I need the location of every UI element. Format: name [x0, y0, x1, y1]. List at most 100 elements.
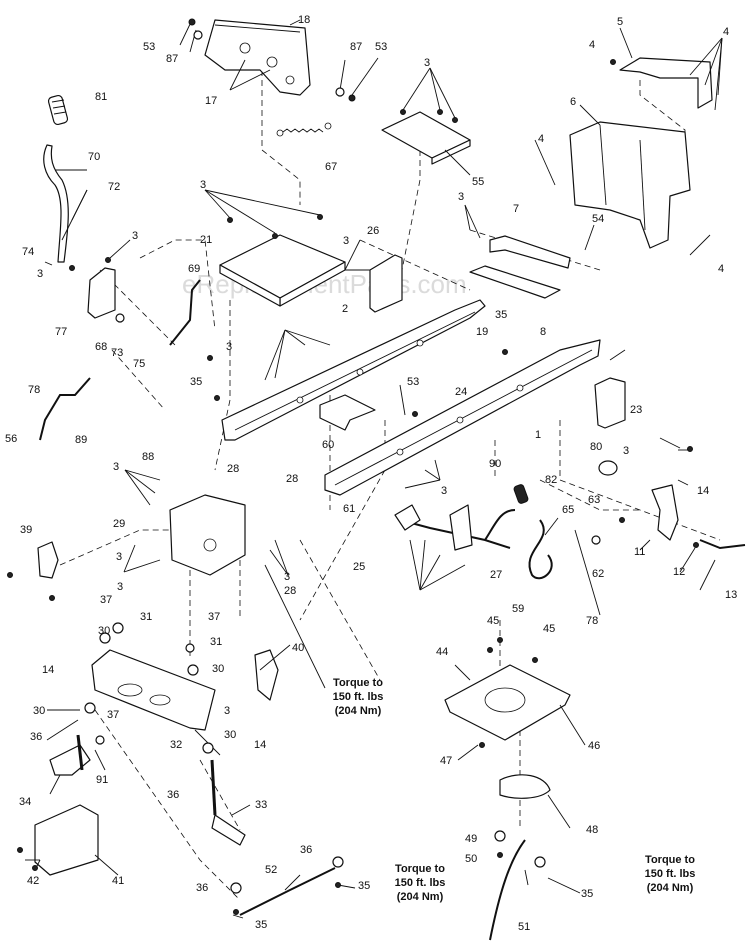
callout-label: 41: [112, 875, 124, 887]
mounting-plate-part: [219, 234, 346, 307]
large-washer-part: [598, 460, 618, 476]
callout-label: 28: [227, 463, 239, 475]
callout-label: 4: [538, 133, 544, 145]
callout-label: 2: [342, 303, 348, 315]
torque-note: Torque to 150 ft. lbs (204 Nm): [333, 677, 384, 717]
knob-part: [513, 484, 529, 504]
callout-label: 69: [188, 263, 200, 275]
callout-label: 53: [407, 376, 419, 388]
lever-grip-part: [47, 94, 69, 126]
callout-label: 56: [5, 433, 17, 445]
torque-note-line: 150 ft. lbs: [395, 877, 446, 889]
callout-label: 59: [512, 603, 524, 615]
callout-label: 3: [284, 571, 290, 583]
callout-label: 3: [343, 235, 349, 247]
right-spindle-part: [210, 759, 246, 846]
callout-label: 19: [476, 326, 488, 338]
leader-lines: [25, 19, 723, 919]
callout-label: 45: [543, 623, 555, 635]
callout-label: 75: [133, 358, 145, 370]
pivot-bracket-part: [204, 19, 311, 96]
axle-support-bracket-part: [169, 494, 246, 576]
callout-label: 14: [42, 664, 54, 676]
small-bracket-part: [37, 541, 59, 579]
callout-label: 7: [513, 203, 519, 215]
axle-bracket-part: [254, 649, 279, 701]
callout-label: 5: [617, 16, 623, 28]
callout-label: 30: [33, 705, 45, 717]
callout-label: 28: [286, 473, 298, 485]
lift-shaft-part: [394, 504, 516, 551]
callout-label: 78: [28, 384, 40, 396]
callout-label: 37: [107, 709, 119, 721]
callout-label: 40: [292, 642, 304, 654]
frame-rail-left-part: [221, 299, 486, 441]
callout-label: 3: [132, 230, 138, 242]
callout-label: 55: [472, 176, 484, 188]
callout-label: 12: [673, 566, 685, 578]
angle-bracket-part: [369, 254, 403, 313]
callout-label: 53: [143, 41, 155, 53]
callout-label: 78: [586, 615, 598, 627]
spring-part: [276, 122, 332, 137]
callout-label: 3: [113, 461, 119, 473]
left-spindle-part: [49, 734, 91, 776]
callout-label: 44: [436, 646, 448, 658]
deck-lever-part: [39, 377, 91, 441]
callout-label: 28: [284, 585, 296, 597]
callout-label: 89: [75, 434, 87, 446]
callout-label: 3: [116, 551, 122, 563]
torque-note-line: 150 ft. lbs: [645, 868, 696, 880]
callout-label: 3: [224, 705, 230, 717]
top-plate-part: [381, 111, 471, 165]
drag-link-part: [489, 839, 526, 941]
callout-label: 18: [298, 14, 310, 26]
callout-label: 54: [592, 213, 604, 225]
callout-label: 68: [95, 341, 107, 353]
callout-label: 3: [441, 485, 447, 497]
callout-label: 35: [190, 376, 202, 388]
callout-label: 81: [95, 91, 107, 103]
callout-label: 35: [255, 919, 267, 931]
callout-label: 27: [490, 569, 502, 581]
callout-label: 70: [88, 151, 100, 163]
callout-label: 35: [581, 888, 593, 900]
torque-note-line: Torque to: [645, 854, 695, 866]
callout-label: 3: [37, 268, 43, 280]
callout-label: 4: [718, 263, 724, 275]
torque-note-line: Torque to: [333, 677, 383, 689]
torque-note-line: 150 ft. lbs: [333, 691, 384, 703]
callout-label: 25: [353, 561, 365, 573]
side-bracket-part: [594, 377, 626, 429]
torque-note: Torque to 150 ft. lbs (204 Nm): [645, 854, 696, 894]
callout-label: 50: [465, 853, 477, 865]
callout-label: 90: [489, 458, 501, 470]
callout-label: 30: [212, 663, 224, 675]
callout-label: 3: [623, 445, 629, 457]
callout-label: 53: [375, 41, 387, 53]
callout-label: 1: [535, 429, 541, 441]
callout-label: 14: [254, 739, 266, 751]
callout-label: 3: [117, 581, 123, 593]
link-rod-part: [169, 279, 201, 346]
callout-label: 45: [487, 615, 499, 627]
callout-label: 36: [167, 789, 179, 801]
callout-label: 48: [586, 824, 598, 836]
gear-cover-part: [499, 774, 551, 799]
callout-label: 35: [495, 309, 507, 321]
torque-note-line: (204 Nm): [397, 891, 444, 903]
callout-label: 21: [200, 234, 212, 246]
callout-label: 26: [367, 225, 379, 237]
callout-label: 3: [424, 57, 430, 69]
callout-label: 47: [440, 755, 452, 767]
callout-label: 31: [210, 636, 222, 648]
front-plate-part: [34, 804, 99, 876]
callout-label: 49: [465, 833, 477, 845]
callout-label: 42: [27, 875, 39, 887]
callout-label: 87: [350, 41, 362, 53]
callout-label: 65: [562, 504, 574, 516]
callout-label: 62: [592, 568, 604, 580]
callout-label: 61: [343, 503, 355, 515]
